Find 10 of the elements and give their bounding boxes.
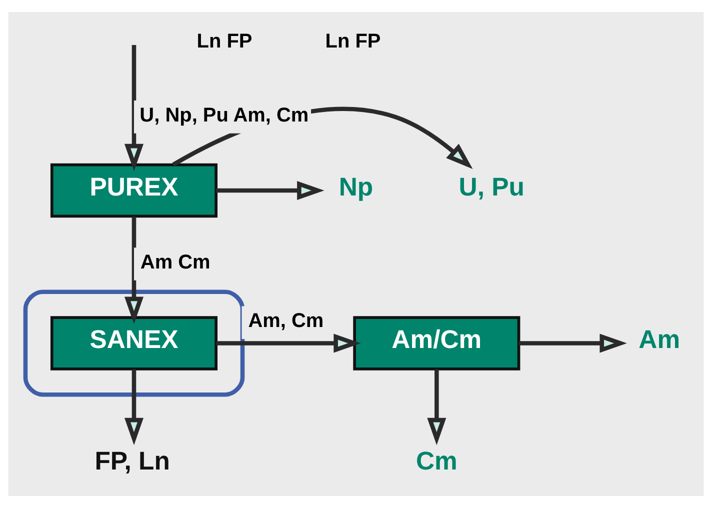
node-text: Am [638, 326, 680, 354]
node-text: FP, Ln [94, 447, 170, 476]
node-text: Cm [416, 447, 458, 476]
edge-label: Am, Cm [248, 310, 324, 332]
label: Ln FP [325, 30, 381, 52]
node-text: Np [338, 173, 374, 202]
edge-label: Am Cm [140, 252, 210, 274]
node-text: U, Pu [458, 173, 524, 202]
label: Ln FP [196, 30, 252, 52]
edge-label: U, Np, Pu Am, Cm [140, 104, 309, 127]
